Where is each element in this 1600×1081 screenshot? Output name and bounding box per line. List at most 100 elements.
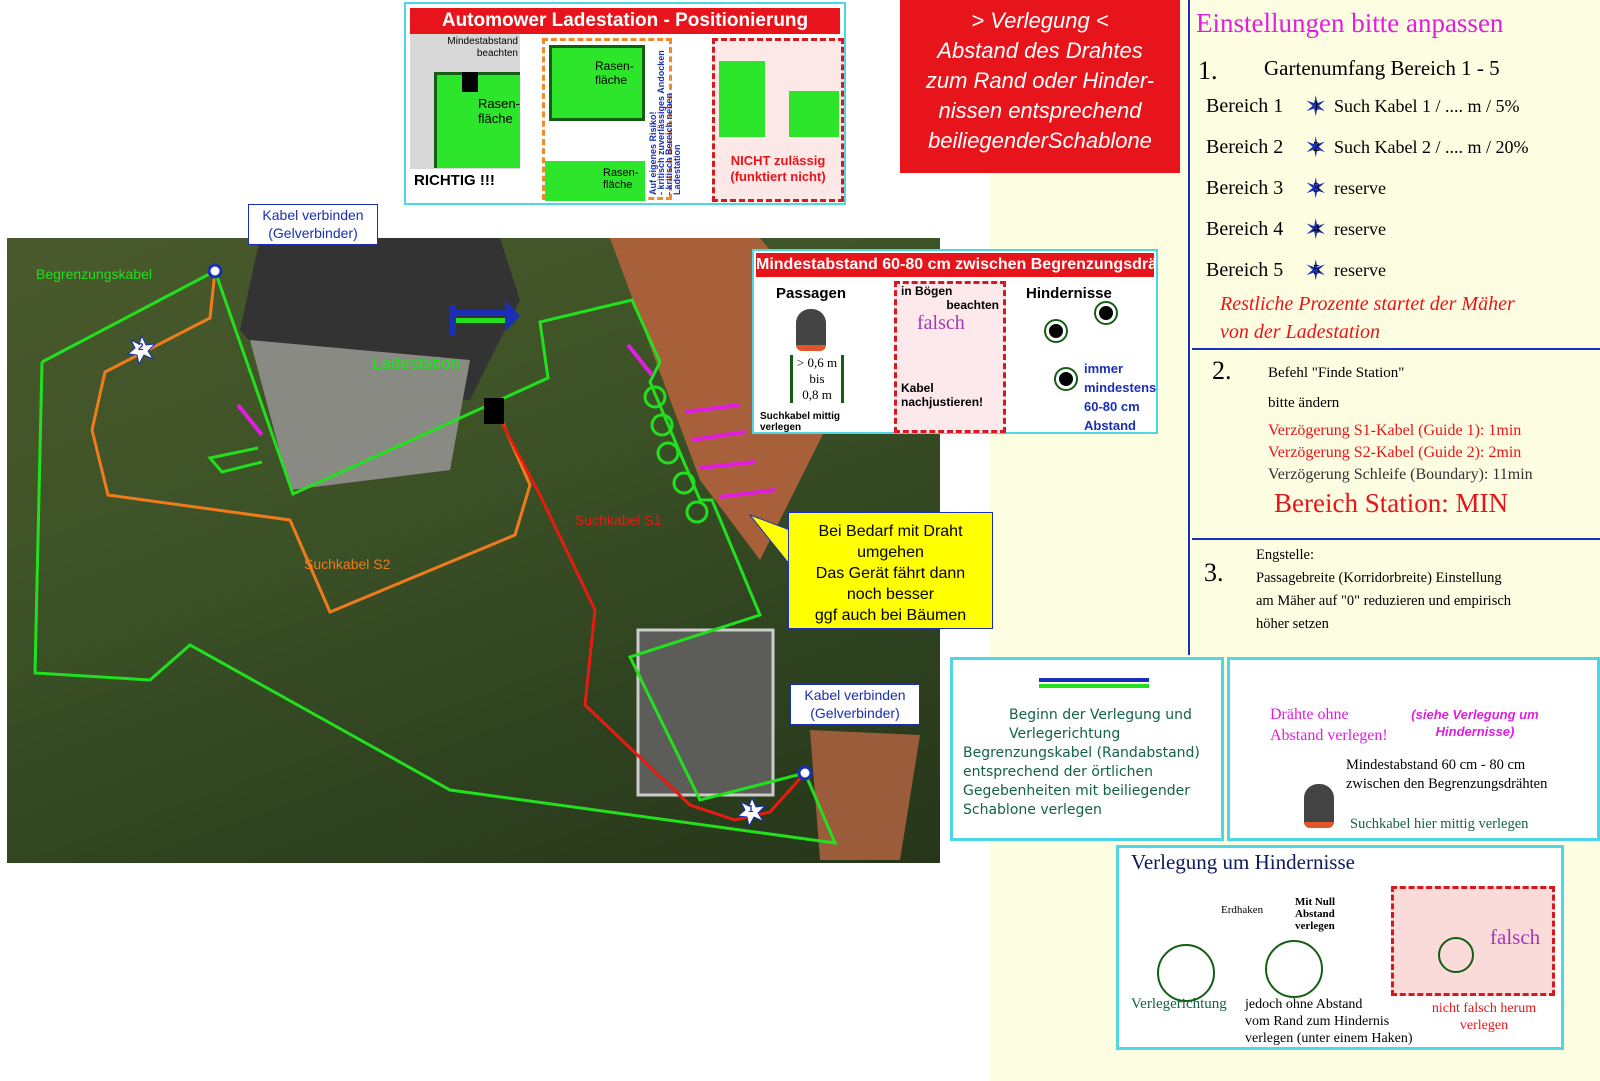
section-number: 1. <box>1198 56 1218 85</box>
note-line: (siehe Verlegung um <box>1411 707 1539 722</box>
area-label: Bereich 1 <box>1206 95 1284 117</box>
note-line: noch besser <box>846 586 935 603</box>
section-number: 3. <box>1204 558 1224 587</box>
delay-boundary: Verzögerung Schleife (Boundary): 11min <box>1268 466 1533 483</box>
min-distance-label: Mindestabstand beachten <box>447 36 518 59</box>
narrow-label: Engstelle: <box>1256 547 1314 563</box>
section-heading: Gartenumfang Bereich 1 - 5 <box>1264 56 1500 80</box>
not-works-label: (funktiert nicht) <box>730 169 826 184</box>
guide-note: Suchkabel hier mittig verlegen <box>1350 816 1529 832</box>
note-line: Drähte ohne <box>1270 706 1349 723</box>
section-number: 2. <box>1212 356 1232 385</box>
lawn-area <box>549 45 645 121</box>
area-text: reserve <box>1334 219 1386 239</box>
pink-arrows <box>236 343 776 499</box>
boundary-loops <box>643 385 709 524</box>
dist-line: 0,8 m <box>802 387 832 402</box>
note-line: Hindernisse) <box>1435 724 1515 739</box>
spacing-title: Mindestabstand 60-80 cm zwischen Begrenz… <box>756 253 1154 277</box>
settings-title: Einstellungen bitte anpassen <box>1196 8 1504 38</box>
laying-line: Abstand des Drahtes <box>937 38 1143 63</box>
not-allowed-label: NICHT zulässig <box>730 153 826 168</box>
note-line: verlegen (unter einem Haken) <box>1245 1031 1413 1046</box>
note-line: von der Ladestation <box>1220 321 1380 343</box>
callout-line: (Gelverbinder) <box>268 224 358 241</box>
mower-icon <box>796 309 826 351</box>
note-line: Bei Bedarf mit Draht <box>818 523 963 540</box>
star-number: 5 <box>1313 262 1320 278</box>
area-text: Such Kabel 2 / .... m / 20% <box>1334 137 1529 157</box>
star-number: 2 <box>1313 139 1320 155</box>
laying-line: beiliegenderSchablone <box>928 128 1152 153</box>
loop-icon <box>1438 937 1474 973</box>
legend-line: Gegebenheiten mit beiliegender <box>963 783 1191 799</box>
laying-line: zum Rand oder Hinder- <box>925 68 1155 93</box>
dist-line: bis <box>809 371 825 386</box>
start-arrow-icon <box>1039 678 1149 688</box>
delay-s2: Verzögerung S2-Kabel (Guide 2): 2min <box>1268 444 1522 461</box>
divider <box>1192 538 1600 540</box>
star-number: 4 <box>1313 221 1320 237</box>
delay-s1: Verzögerung S1-Kabel (Guide 1): 1min <box>1268 422 1522 439</box>
note-line: Das Gerät fährt dann <box>815 565 966 582</box>
star-number: 3 <box>1313 180 1320 196</box>
note-line: Mit Null <box>1295 896 1336 908</box>
passages-heading: Passagen <box>776 285 847 302</box>
note-line: Abstand verlegen! <box>1270 727 1388 744</box>
star-icon <box>126 334 157 366</box>
guide-mid-label: Suchkabel mittig verlegen <box>760 411 841 433</box>
station-label: Ladestation <box>372 354 460 373</box>
section-3: Engstelle: Passagebreite (Korridorbreite… <box>1256 544 1511 636</box>
boundary-cable <box>33 268 838 845</box>
lawn-area <box>719 61 765 137</box>
correct-label: RICHTIG !!! <box>414 172 495 189</box>
note-line: vom Rand zum Hindernis <box>1245 1014 1390 1029</box>
star-icon <box>736 796 767 828</box>
risk-panel: Rasen-fläche Rasen-fläche Auf eigenes Ri… <box>542 38 682 201</box>
obstacles-heading: Hindernisse <box>1026 285 1112 302</box>
area-label: Bereich 5 <box>1206 259 1284 281</box>
star-icon: ✶1 <box>1304 91 1328 123</box>
section-2: Befehl "Finde Station" bitte ändern Verz… <box>1268 362 1533 518</box>
note-line: verlegen <box>1295 920 1335 932</box>
divider <box>1192 348 1600 350</box>
obstacles-title: Verlegung um Hindernisse <box>1131 850 1355 874</box>
terrace <box>250 340 470 490</box>
dist-line: > 0,6 m <box>796 355 838 370</box>
station-icon <box>462 72 478 92</box>
area-row: Bereich 3 ✶3 reserve <box>1206 168 1596 209</box>
area-text: Such Kabel 1 / .... m / 5% <box>1334 96 1520 116</box>
star-2-label: 2 <box>138 342 144 353</box>
remaining-note: Restliche Prozente startet der Mäher von… <box>1220 290 1515 346</box>
legend-line: entsprechend der örtlichen <box>963 764 1153 780</box>
star-icon: ✶4 <box>1304 214 1328 246</box>
area-text: reserve <box>1334 260 1386 280</box>
legend-line: Begrenzungskabel (Randabstand) <box>963 745 1200 761</box>
note-line: Restliche Prozente startet der Mäher <box>1220 293 1515 315</box>
station-area: Bereich Station: MIN <box>1274 488 1508 518</box>
loop-icon <box>1265 940 1323 998</box>
divider <box>1188 0 1190 655</box>
guide-s2-label: Suchkabel S2 <box>304 556 391 572</box>
laying-instructions-box: > Verlegung < Abstand des Drahtes zum Ra… <box>900 0 1180 173</box>
laying-line: > Verlegung < <box>971 8 1109 33</box>
boundary-label: Begrenzungskabel <box>36 266 152 282</box>
see-note: (siehe Verlegung um Hindernisse) <box>1400 706 1550 740</box>
command-label: Befehl "Finde Station" <box>1268 365 1405 381</box>
obstacle-icon <box>1044 319 1068 343</box>
wrong-panel: falsch <box>1391 886 1555 996</box>
lawn-area <box>789 91 839 137</box>
spacing-panel: Mindestabstand 60-80 cm zwischen Begrenz… <box>752 249 1158 434</box>
obstacles-panel: Verlegung um Hindernisse Verlegerichtung… <box>1116 845 1564 1050</box>
star-icon: ✶3 <box>1304 173 1328 205</box>
command-label: bitte ändern <box>1268 395 1340 411</box>
always-distance-label: immer mindestens 60-80 cm Abstand <box>1084 361 1157 433</box>
guide-cable-s2 <box>90 270 532 614</box>
narrow-label: am Mäher auf "0" reduzieren und empirisc… <box>1256 593 1512 609</box>
guide-s1-label: Suchkabel S1 <box>575 512 662 528</box>
area-label: Bereich 3 <box>1206 177 1284 199</box>
